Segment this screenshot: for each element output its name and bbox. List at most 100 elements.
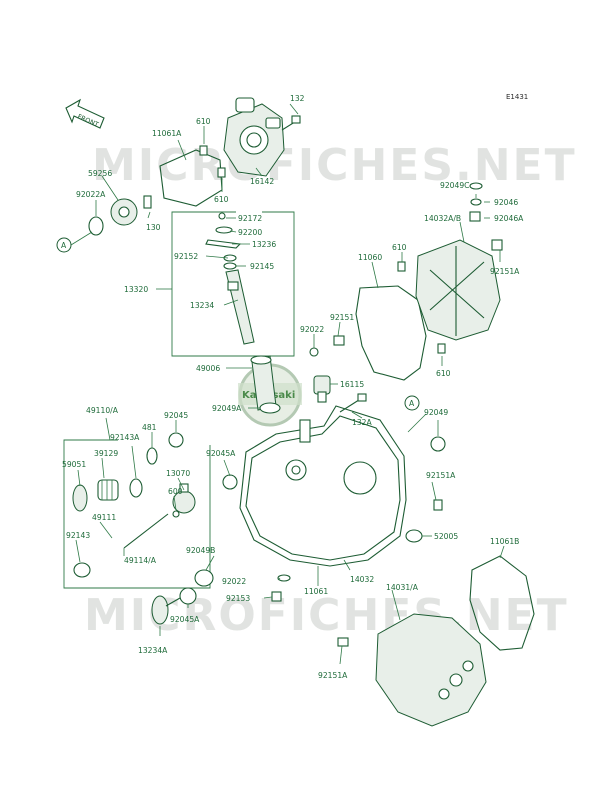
shaft-49111-part (123, 513, 169, 549)
gear-13234a-part (151, 595, 181, 625)
governor-13070-part (172, 483, 196, 514)
seal-92049b-part (194, 569, 214, 587)
dowel-610-a-part (199, 145, 208, 156)
dowel-610-b-part (217, 167, 226, 178)
seal-52005-part (405, 529, 423, 543)
label-92145: 92145 (250, 262, 274, 271)
label-610-c: 610 (392, 243, 407, 252)
bolt-132a-part (339, 393, 367, 413)
dowel-610-c-part (397, 261, 406, 272)
label-92049b: 92049B (186, 546, 215, 555)
circlip-481-part (146, 447, 158, 465)
spring-39129-part (97, 479, 119, 501)
label-92022-b: 92022 (222, 577, 246, 586)
label-11061b: 11061B (490, 537, 519, 546)
label-49110a: 49110/A (86, 406, 119, 415)
front-arrow-icon: FRONT (65, 98, 105, 129)
label-92172: 92172 (238, 214, 262, 223)
label-59051: 59051 (62, 460, 86, 469)
seal-92049-part (430, 436, 446, 452)
label-14031a: 14031/A (386, 583, 419, 592)
bearing-92045-part (168, 432, 184, 448)
label-92045a-bottom: 92045A (170, 615, 200, 624)
reference-code: E1431 (506, 93, 528, 101)
washer-92022a-part (88, 216, 104, 236)
ball-600-part (172, 510, 180, 518)
water-pump-cover-part (223, 97, 285, 177)
label-92153: 92153 (226, 594, 250, 603)
collar-92046-part (470, 198, 482, 206)
bolt-92151-part (333, 335, 345, 346)
label-610-a: 610 (196, 117, 211, 126)
label-481: 481 (142, 423, 157, 432)
bolt-92153-part (271, 591, 282, 602)
label-610-b: 610 (214, 195, 229, 204)
washer-92143-part (73, 562, 91, 578)
label-92152: 92152 (174, 252, 198, 261)
cover-14032ab-part (415, 239, 501, 341)
bolt-130-part (143, 195, 152, 209)
label-92143a: 92143A (110, 433, 140, 442)
label-16115: 16115 (340, 380, 364, 389)
impeller-59256-part (110, 198, 138, 226)
label-132: 132 (290, 94, 305, 103)
washer-92022-part (309, 347, 319, 357)
label-92151a-right: 92151A (490, 267, 520, 276)
label-92045: 92045 (164, 411, 188, 420)
washer-92022-b-part (277, 574, 291, 582)
label-39129: 39129 (94, 449, 118, 458)
bolt-92151a-mid-part (433, 499, 443, 511)
label-14032ab: 14032A/B (424, 214, 461, 223)
circle-a-mid-marker (404, 395, 420, 411)
label-11061a: 11061A (152, 129, 182, 138)
label-13234a: 13234A (138, 646, 168, 655)
label-59256: 59256 (88, 169, 112, 178)
part-labels: 132 11061A 610 59256 16142 610 92022A 13… (62, 94, 524, 680)
shaft-13234-part (205, 212, 255, 345)
circle-a-left-label: A (61, 241, 67, 250)
label-92049: 92049 (424, 408, 448, 417)
label-92143: 92143 (66, 531, 90, 540)
label-11060: 11060 (358, 253, 382, 262)
bolt-92151a-bottom-part (337, 637, 349, 647)
bearing-92045a-bottom-part (179, 587, 197, 605)
label-13236: 13236 (252, 240, 276, 249)
label-13320: 13320 (124, 285, 148, 294)
label-600: 600 (168, 487, 183, 496)
label-92046: 92046 (494, 198, 518, 207)
label-92151: 92151 (330, 313, 354, 322)
bolt-132-part (281, 115, 301, 131)
bearing-92045a-top-part (222, 474, 238, 490)
label-130: 130 (146, 223, 161, 232)
label-92049a: 92049A (212, 404, 242, 413)
label-92045a-top: 92045A (206, 449, 236, 458)
gear-59051-part (72, 484, 88, 512)
bolt-92151a-right-part (491, 239, 503, 251)
label-13234: 13234 (190, 301, 214, 310)
label-92151a-mid: 92151A (426, 471, 456, 480)
sensor-16115-part (313, 375, 331, 403)
washer-92049c-part (469, 182, 483, 190)
label-49006: 49006 (196, 364, 220, 373)
right-engine-cover-14032-part (239, 405, 407, 567)
gasket-11060-part (355, 285, 427, 381)
dowel-610-d-part (437, 343, 446, 354)
label-13070: 13070 (166, 469, 190, 478)
label-92022: 92022 (300, 325, 324, 334)
label-132a: 132A (352, 418, 372, 427)
leader-lines (75, 103, 505, 665)
label-14032: 14032 (350, 575, 374, 584)
cover-14031a-part (375, 613, 487, 727)
washer-92143a-part (129, 478, 143, 498)
circle-a-mid-label: A (409, 399, 415, 408)
label-49114a: 49114/A (124, 556, 157, 565)
label-52005: 52005 (434, 532, 458, 541)
seal-92049a-part (259, 402, 281, 414)
label-92151a-bottom: 92151A (318, 671, 348, 680)
gasket-11061b-part (469, 555, 535, 651)
label-92049c: 92049C (440, 181, 469, 190)
label-92200: 92200 (238, 228, 262, 237)
label-49111: 49111 (92, 513, 116, 522)
bracket-49110 (63, 439, 211, 589)
